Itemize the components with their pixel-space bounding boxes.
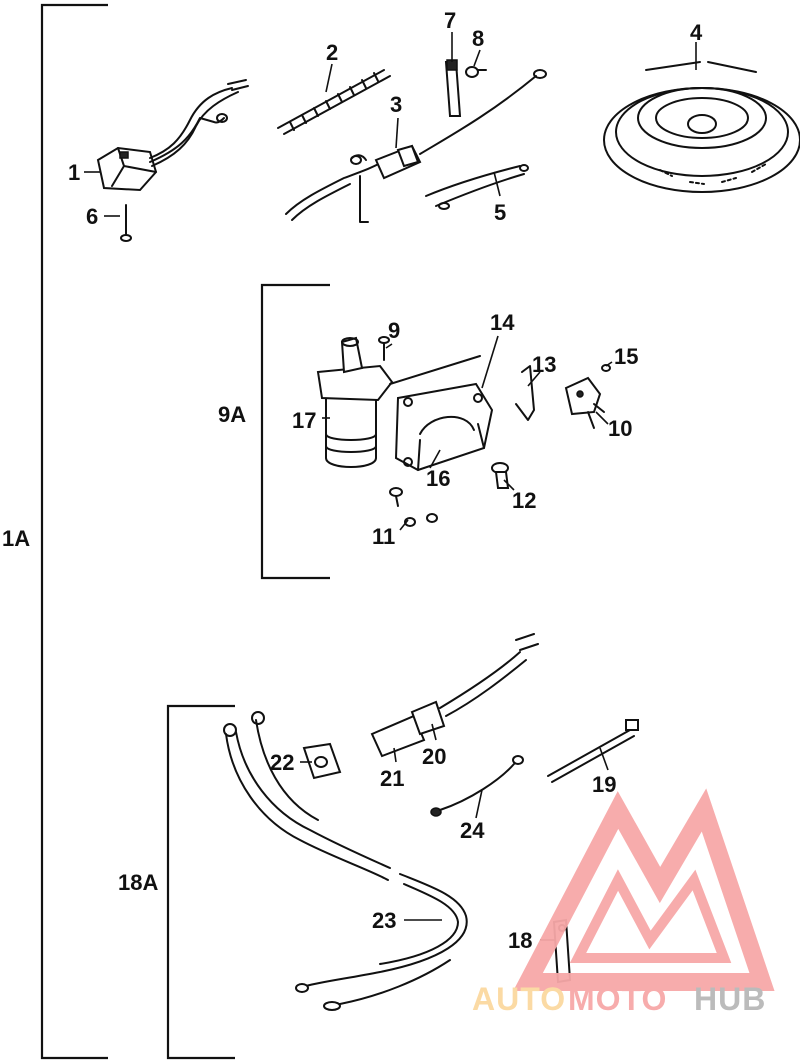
callout-20: 20 [422, 744, 446, 769]
part-8-screw [465, 66, 487, 78]
part-13-clip [515, 365, 535, 421]
callout-22: 22 [270, 750, 294, 775]
group-label-9a: 9A [218, 402, 246, 427]
callouts: 1 2 3 4 5 6 7 8 9 10 11 12 13 14 15 16 1… [68, 8, 703, 953]
callout-14: 14 [490, 310, 515, 335]
part-2-spiral-sleeve [277, 69, 391, 135]
callout-15: 15 [614, 344, 638, 369]
part-9-bolt [378, 336, 390, 361]
callout-4: 4 [690, 20, 703, 45]
part-19-cable-tie [547, 719, 639, 783]
part-16-bracket [389, 355, 494, 472]
part-24-ground-wire [430, 755, 524, 817]
callout-18: 18 [508, 928, 532, 953]
part-4-flywheel [603, 61, 800, 193]
bracket-1a [40, 3, 108, 1060]
watermark: AUTO MOTO HUB [472, 788, 775, 1017]
callout-17: 17 [292, 408, 316, 433]
part-1-rectifier [96, 79, 249, 192]
part-3-harness [285, 69, 547, 223]
callout-10: 10 [608, 416, 632, 441]
part-10-switch [564, 376, 605, 429]
part-6-bolt [120, 204, 132, 242]
bracket-18a [166, 704, 235, 1060]
callout-21: 21 [380, 766, 404, 791]
callout-19: 19 [592, 772, 616, 797]
watermark-text-moto: MOTO [568, 981, 667, 1017]
callout-3: 3 [390, 92, 402, 117]
callout-8: 8 [472, 26, 484, 51]
callout-13: 13 [532, 352, 556, 377]
callout-6: 6 [86, 204, 98, 229]
part-5-lead [425, 164, 529, 210]
part-15-screw [601, 364, 611, 372]
part-23-battery-cables [223, 711, 468, 1011]
watermark-text-hub: HUB [694, 981, 766, 1017]
part-22-grommet [302, 742, 342, 780]
callout-16: 16 [426, 466, 450, 491]
callout-5: 5 [494, 200, 506, 225]
part-17-starter-motor [316, 336, 394, 468]
part-12-bolt [491, 462, 510, 489]
part-7-terminal [444, 59, 462, 117]
bracket-9a [260, 283, 330, 580]
callout-12: 12 [512, 488, 536, 513]
callout-1: 1 [68, 160, 80, 185]
watermark-logo-icon [513, 788, 775, 991]
callout-7: 7 [444, 8, 456, 33]
part-20-21-connector [370, 633, 539, 758]
part-11-screws [389, 487, 438, 527]
callout-24: 24 [460, 818, 485, 843]
callout-9: 9 [388, 318, 400, 343]
callout-11: 11 [372, 524, 395, 549]
group-label-18a: 18A [118, 870, 158, 895]
watermark-text-auto: AUTO [472, 981, 566, 1017]
group-label-1a: 1A [2, 526, 30, 551]
callout-2: 2 [326, 40, 338, 65]
callout-23: 23 [372, 908, 396, 933]
